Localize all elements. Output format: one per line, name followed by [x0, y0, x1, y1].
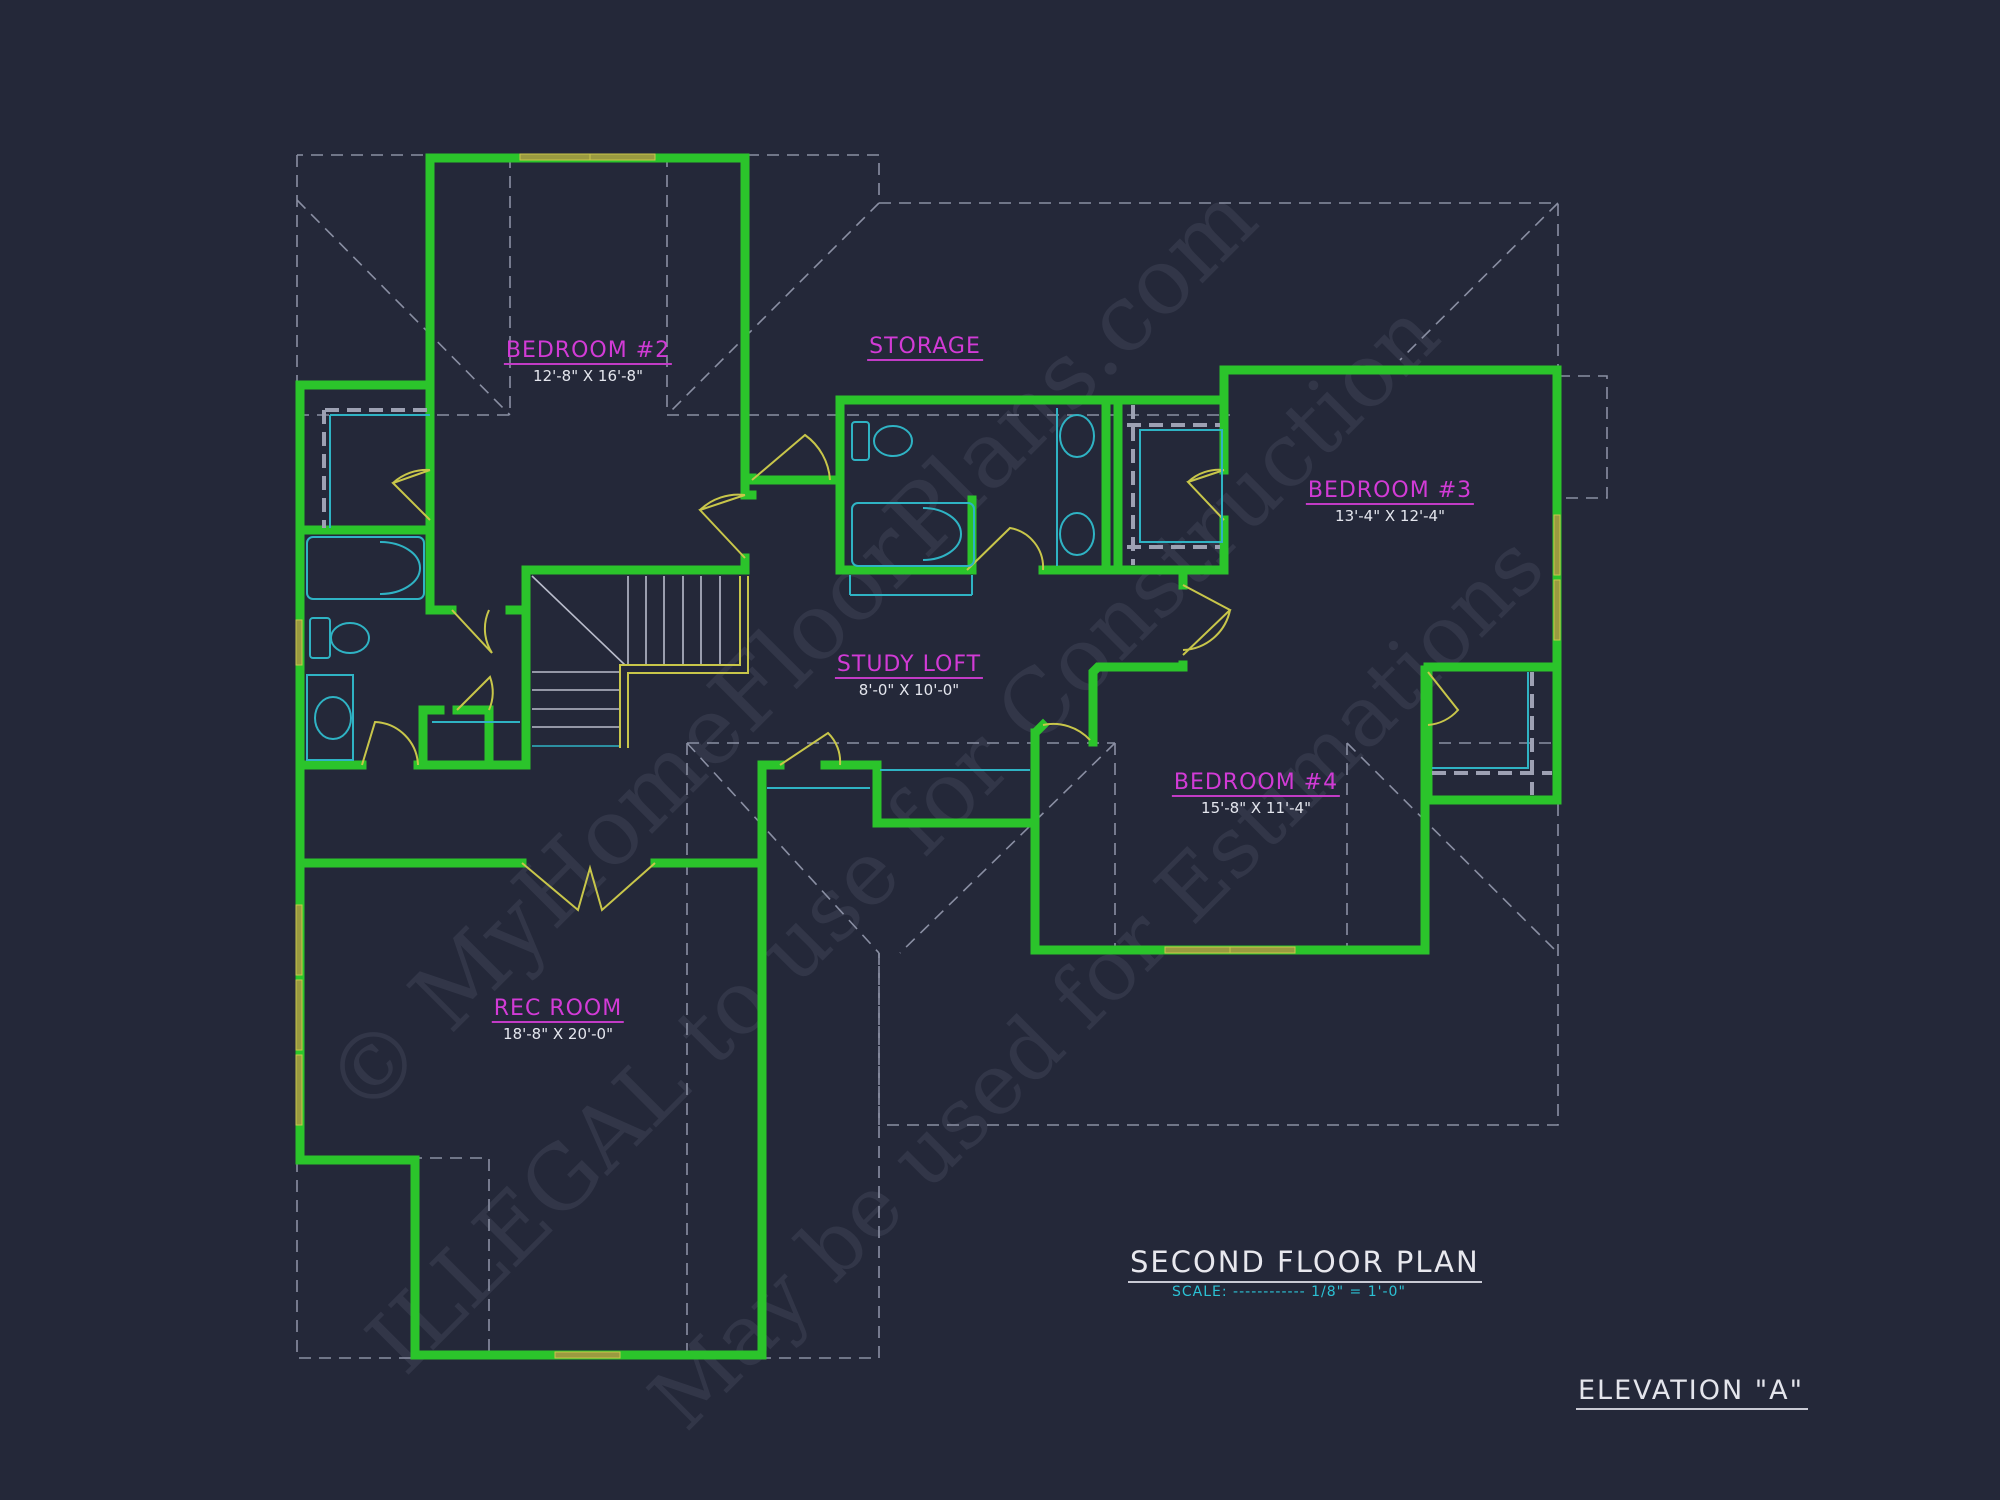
- plumbing-fixtures: [306, 405, 1552, 795]
- walls: [295, 153, 1562, 1360]
- windows: [295, 153, 1561, 1359]
- room-dimensions: 18'-8" X 20'-0": [503, 1025, 613, 1043]
- room-dimensions: 13'-4" X 12'-4": [1335, 507, 1445, 525]
- plan-title: SECOND FLOOR PLAN: [1128, 1245, 1482, 1283]
- room-label-storage: STORAGE: [867, 334, 983, 361]
- room-dimensions: 15'-8" X 11'-4": [1201, 799, 1311, 817]
- room-label-bedroom-3: BEDROOM #3 13'-4" X 12'-4": [1305, 478, 1475, 525]
- room-dimensions: 8'-0" X 10'-0": [858, 681, 960, 699]
- room-name: STORAGE: [867, 334, 983, 361]
- room-name: BEDROOM #3: [1305, 478, 1475, 505]
- room-name: BEDROOM #4: [1171, 770, 1341, 797]
- room-dimensions: 12'-8" X 16'-8": [533, 367, 643, 385]
- stairs: [531, 575, 749, 748]
- room-name: STUDY LOFT: [834, 652, 984, 679]
- room-name: BEDROOM #2: [503, 338, 673, 365]
- room-name: REC ROOM: [491, 996, 625, 1023]
- room-label-bedroom-4: BEDROOM #4 15'-8" X 11'-4": [1171, 770, 1341, 817]
- room-label-rec-room: REC ROOM 18'-8" X 20'-0": [491, 996, 625, 1043]
- elevation-label: ELEVATION "A": [1576, 1375, 1809, 1410]
- doors: [361, 433, 1460, 912]
- room-label-study-loft: STUDY LOFT 8'-0" X 10'-0": [834, 652, 984, 699]
- scale-label: SCALE: ------------ 1/8" = 1'-0": [1172, 1284, 1406, 1300]
- room-label-bedroom-2: BEDROOM #2 12'-8" X 16'-8": [503, 338, 673, 385]
